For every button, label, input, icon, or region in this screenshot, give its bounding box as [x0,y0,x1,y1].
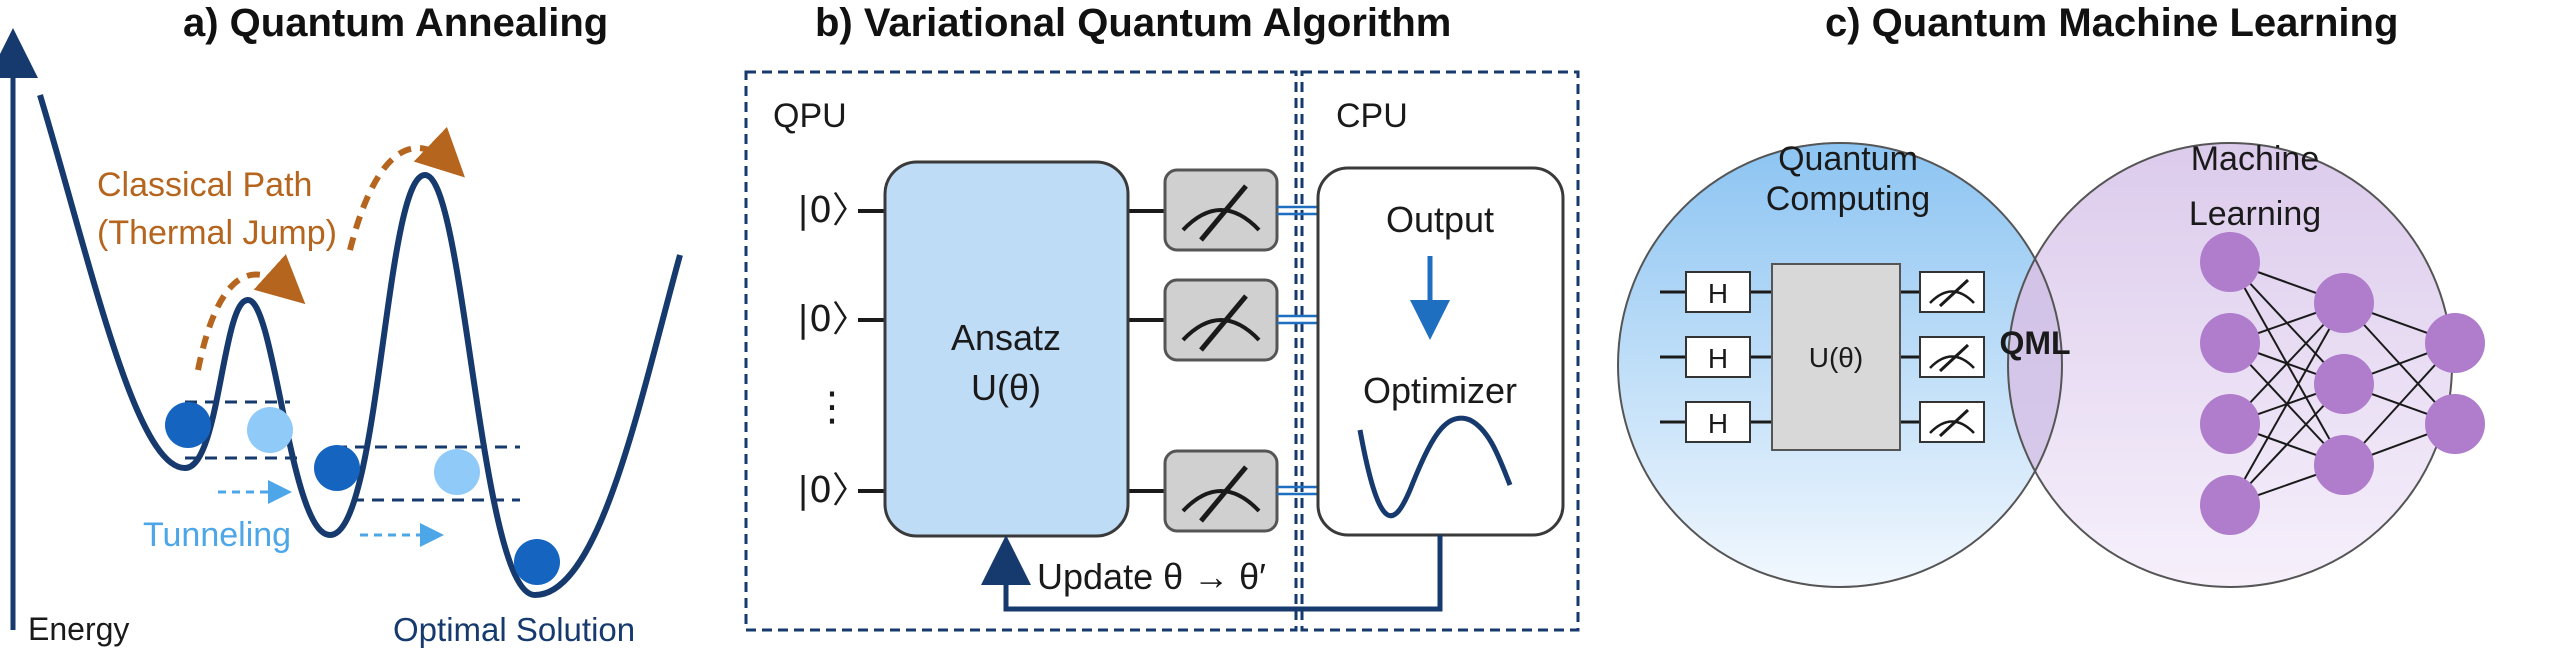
nn-neuron [2314,273,2374,333]
energy-label: Energy [28,611,129,647]
qubit-state-label: |0〉 [797,299,868,340]
state-ball-dark [314,445,360,491]
quantum-computing-label: Computing [1766,180,1930,218]
update-feedback-arrow [981,535,1443,612]
vqa-title: b) Variational Quantum Algorithm [815,1,1451,45]
meter-icon [1938,408,1970,438]
panel-quantum-machine-learning: c) Quantum Machine Learning Quantum Comp… [1617,1,2485,588]
hadamard-gate: H [1685,271,1751,313]
mini-measurement-gate [1919,336,1985,378]
panel-variational-quantum-algorithm: b) Variational Quantum Algorithm QPU CPU… [744,1,1580,632]
optimizer-label: Optimizer [1363,370,1517,411]
annealing-title: a) Quantum Annealing [183,1,608,45]
thermal-jump-label: (Thermal Jump) [97,214,337,252]
meter-icon [1199,184,1248,242]
nn-neuron [2200,475,2260,535]
nn-edge [2229,302,2345,506]
unitary-gate [1771,263,1901,451]
hadamard-label: H [1708,343,1728,374]
hadamard-gate: H [1685,401,1751,443]
measurement-gate [1163,278,1279,362]
cpu-label: CPU [1336,97,1408,135]
mini-measurement-gate [1919,271,1985,313]
venn-outline [1617,142,2063,588]
nn-neuron [2200,394,2260,454]
qpu-region [744,70,1298,632]
nn-neuron [2314,354,2374,414]
nn-neuron [2425,313,2485,373]
meter-icon [1199,294,1248,352]
classical-path-label: Classical Path [97,166,312,204]
quantum-computing-label: Quantum [1778,140,1918,178]
qpu-label: QPU [773,97,847,135]
output-label: Output [1386,199,1494,240]
nn-neuron [2200,232,2260,292]
machine-learning-label: Machine [2191,140,2320,178]
energy-landscape-curve [37,94,683,599]
cpu-region [1300,70,1580,632]
ellipsis-dots: ⋮ [812,384,852,430]
neural-network [2200,232,2485,535]
qml-overlap-label: QML [1999,325,2070,361]
ansatz-label: Ansatz [951,317,1061,358]
meter-icon [1938,343,1970,373]
nn-neuron [2314,435,2374,495]
measurement-gate [1163,449,1279,533]
thermal-jump-arrow [195,254,306,371]
cost-function-curve [1357,415,1513,519]
measurement-gate [1163,168,1279,252]
classical-wires [1277,205,1318,496]
mini-measurement-gate [1919,401,1985,443]
qml-title: c) Quantum Machine Learning [1825,1,2398,45]
update-label: Update θ → θ′ [1037,556,1266,597]
ansatz-unitary-label: U(θ) [971,367,1041,408]
machine-learning-label: Learning [2189,195,2321,233]
state-ball-dark [165,402,211,448]
nn-neuron [2425,394,2485,454]
optimal-solution-label: Optimal Solution [393,611,635,648]
qubit-state-label: |0〉 [797,190,868,231]
unitary-label: U(θ) [1809,342,1863,373]
nn-neuron [2200,313,2260,373]
state-ball-light [247,407,293,453]
state-ball-light [434,449,480,495]
panel-quantum-annealing: a) Quantum Annealing Energy Classical Pa… [0,1,683,648]
meter-icon [1938,278,1970,308]
tunneling-label: Tunneling [143,516,291,554]
qubit-state-label: |0〉 [797,470,868,511]
meter-icon [1199,465,1248,523]
hadamard-label: H [1708,408,1728,439]
thermal-jump-arrow [347,126,466,251]
hadamard-label: H [1708,278,1728,309]
optimal-state-ball [514,539,560,585]
hadamard-gate: H [1685,336,1751,378]
